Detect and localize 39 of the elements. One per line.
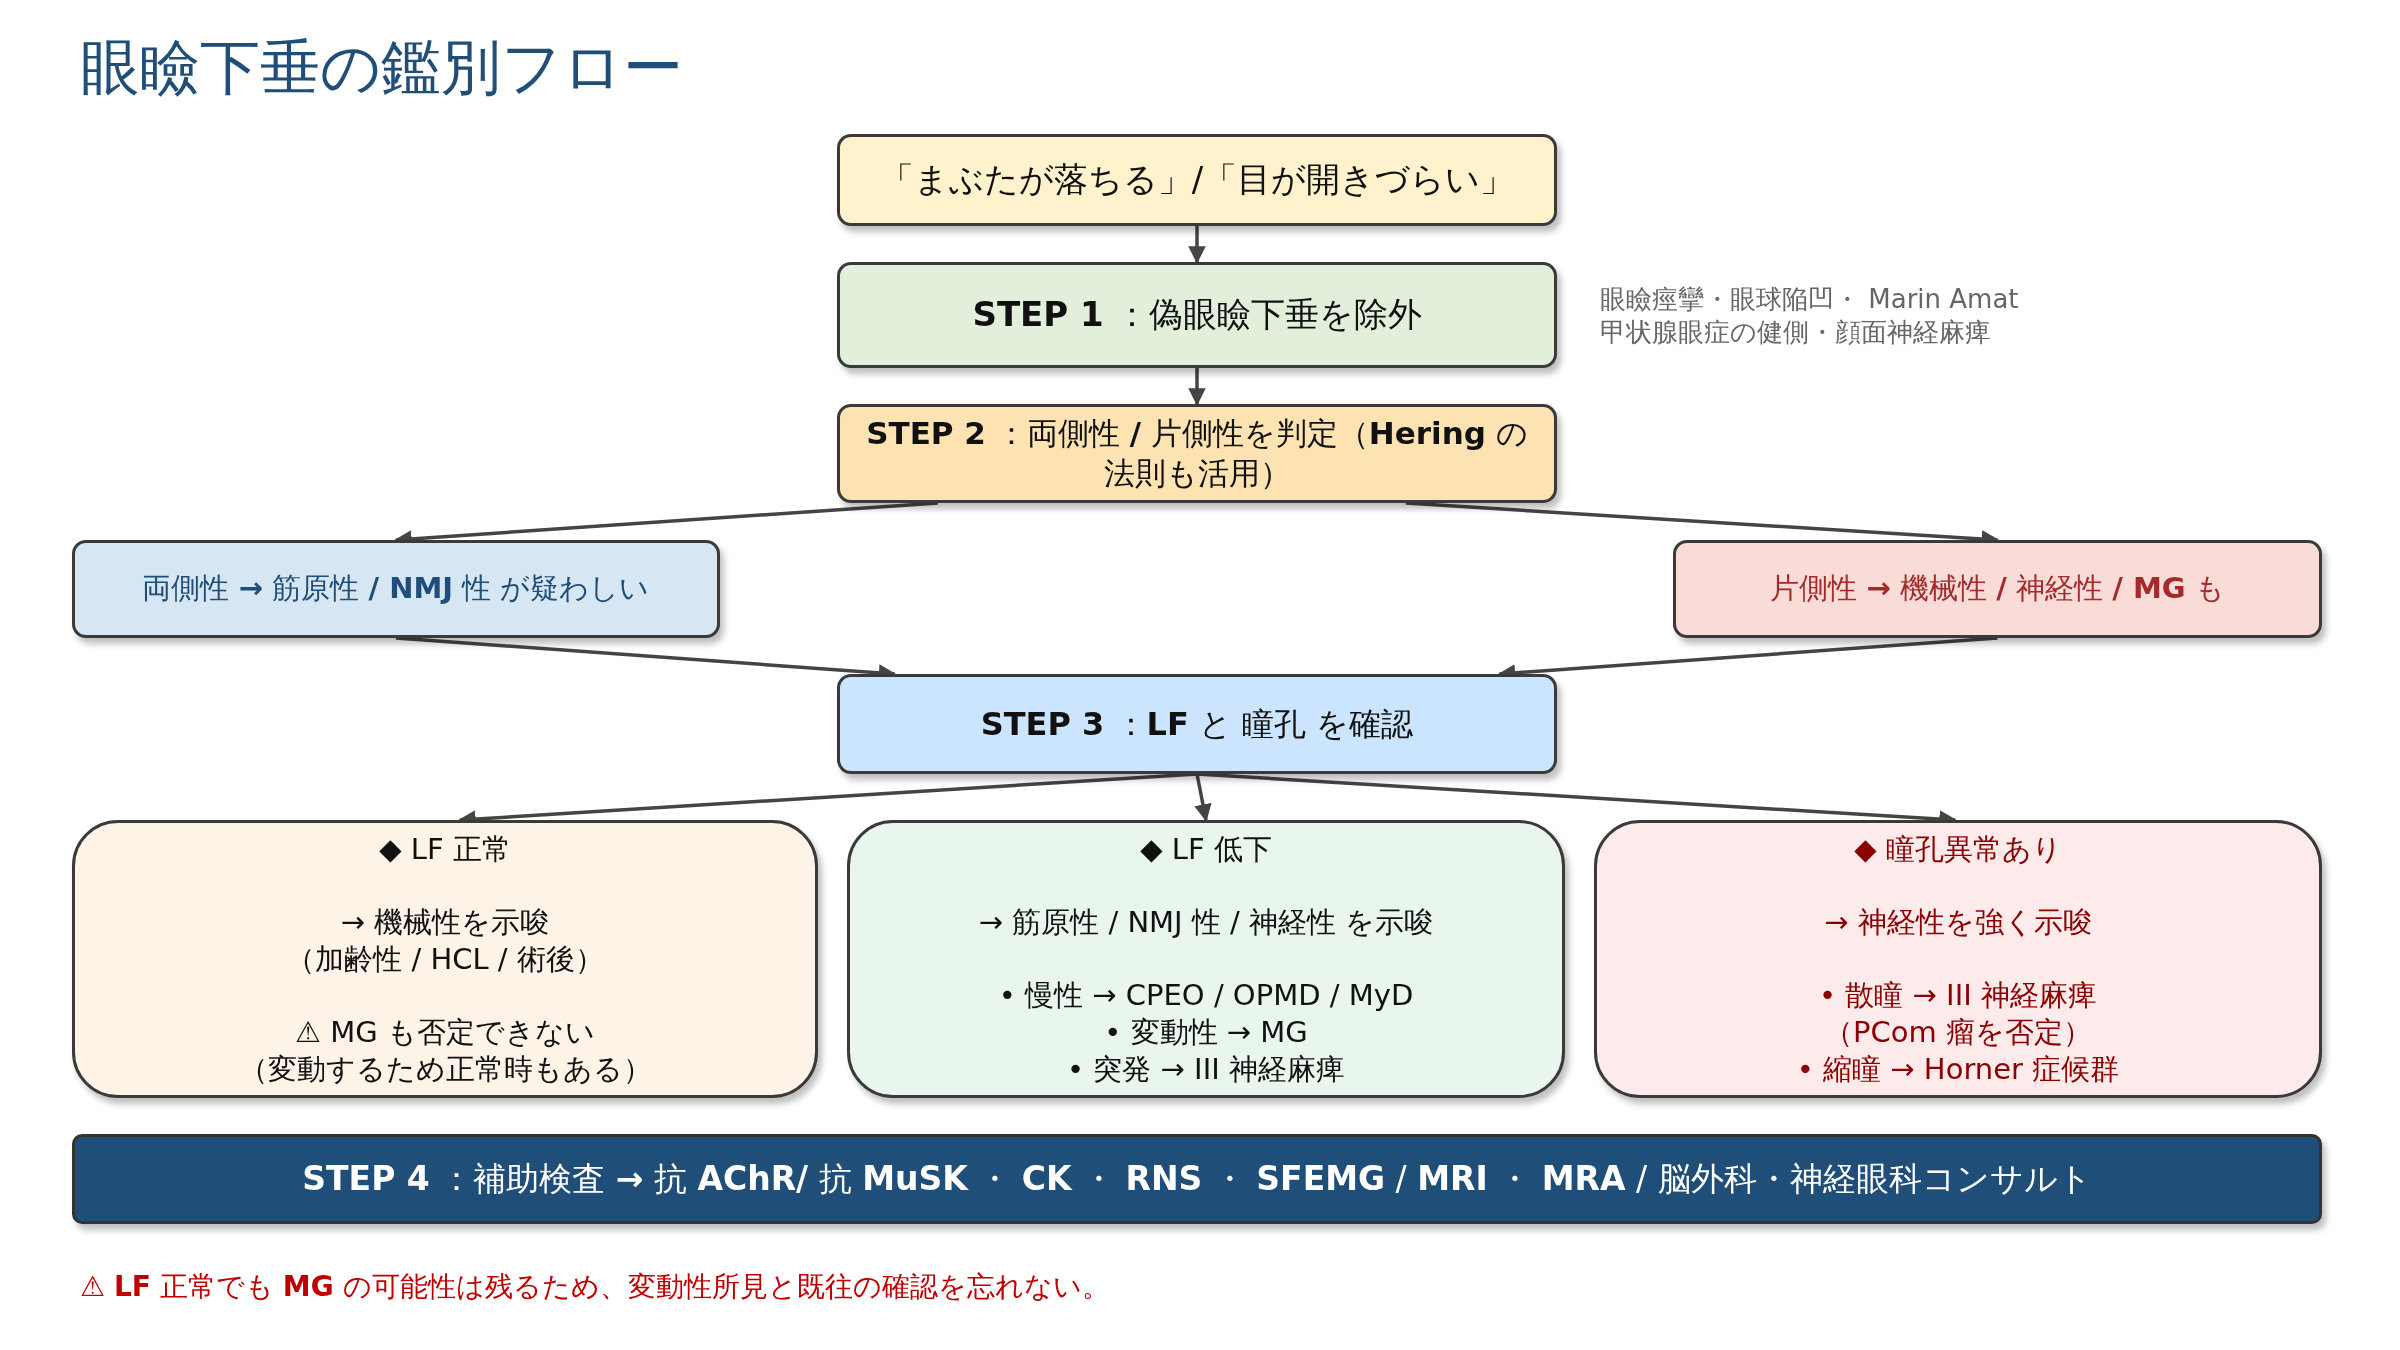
finding-box (72, 820, 818, 1098)
box-text: 「まぶたが落ちる」/「目が開きづらい」 (879, 158, 1515, 202)
step-box (837, 262, 1557, 368)
side-note: 眼瞼痙攣・眼球陥凹・ Marin Amat (1600, 283, 2019, 316)
box-text: • 変動性 → MG (1104, 1014, 1308, 1052)
box-text: （変動するため正常時もある） (238, 1051, 652, 1089)
box-text: STEP 1 ：偽眼瞼下垂を除外 (972, 293, 1422, 337)
box-text: STEP 2 ：両側性 / 片側性を判定（Hering の法則も活用） (865, 413, 1529, 493)
side-note: 甲状腺眼症の健側・顔面神経麻痺 (1600, 316, 1991, 349)
box-text: （PCom 瘤を否定） (1824, 1014, 2092, 1052)
box-text: → 神経性を強く示唆 (1824, 904, 2092, 942)
box-text: → 機械性を示唆 (340, 904, 550, 942)
box-heading: ◆ LF 低下 (1140, 831, 1272, 868)
box-text: • 散瞳 → III 神経麻痺 (1819, 977, 2097, 1015)
box-text: 片側性 → 機械性 / 神経性 / MG も (1770, 570, 2225, 608)
arrow (1194, 773, 1212, 822)
step-box (72, 1134, 2322, 1224)
box-text: STEP 4 ：補助検査 → 抗 AChR/ 抗 MuSK ・ CK ・ RNS ・ SFEMG / MRI ・ MRA / 脳外科・神経眼科コンサルト (302, 1157, 2092, 1200)
box-heading: ◆ LF 正常 (379, 831, 511, 868)
arrow (1188, 226, 1206, 264)
box-text: STEP 3 ：LF と 瞳孔 を確認 (980, 703, 1414, 745)
box-text: 両側性 → 筋原性 / NMJ 性 が疑わしい (142, 570, 650, 608)
box-text: → 筋原性 / NMJ 性 / 神経性 を示唆 (978, 904, 1434, 942)
start-box (837, 134, 1557, 226)
arrow (1188, 368, 1206, 406)
step-box (837, 674, 1557, 774)
box-text: （加齢性 / HCL / 術後） (286, 941, 604, 979)
box-text: • 突発 → III 神経麻痺 (1067, 1051, 1345, 1089)
title: 眼瞼下垂の鑑別フロー (80, 31, 683, 104)
box-text: ⚠ MG も否定できない (295, 1014, 595, 1052)
box-heading: ◆ 瞳孔異常あり (1854, 831, 2062, 868)
result-box (72, 540, 720, 638)
finding-box (1594, 820, 2322, 1098)
box-text: • 縮瞳 → Horner 症候群 (1796, 1051, 2120, 1089)
warning-note: ⚠ LF 正常でも MG の可能性は残るため、変動性所見と既往の確認を忘れない。 (80, 1269, 1110, 1305)
finding-box (847, 820, 1565, 1098)
step-box (837, 404, 1557, 503)
box-text: • 慢性 → CPEO / OPMD / MyD (998, 977, 1414, 1015)
result-box (1673, 540, 2322, 638)
